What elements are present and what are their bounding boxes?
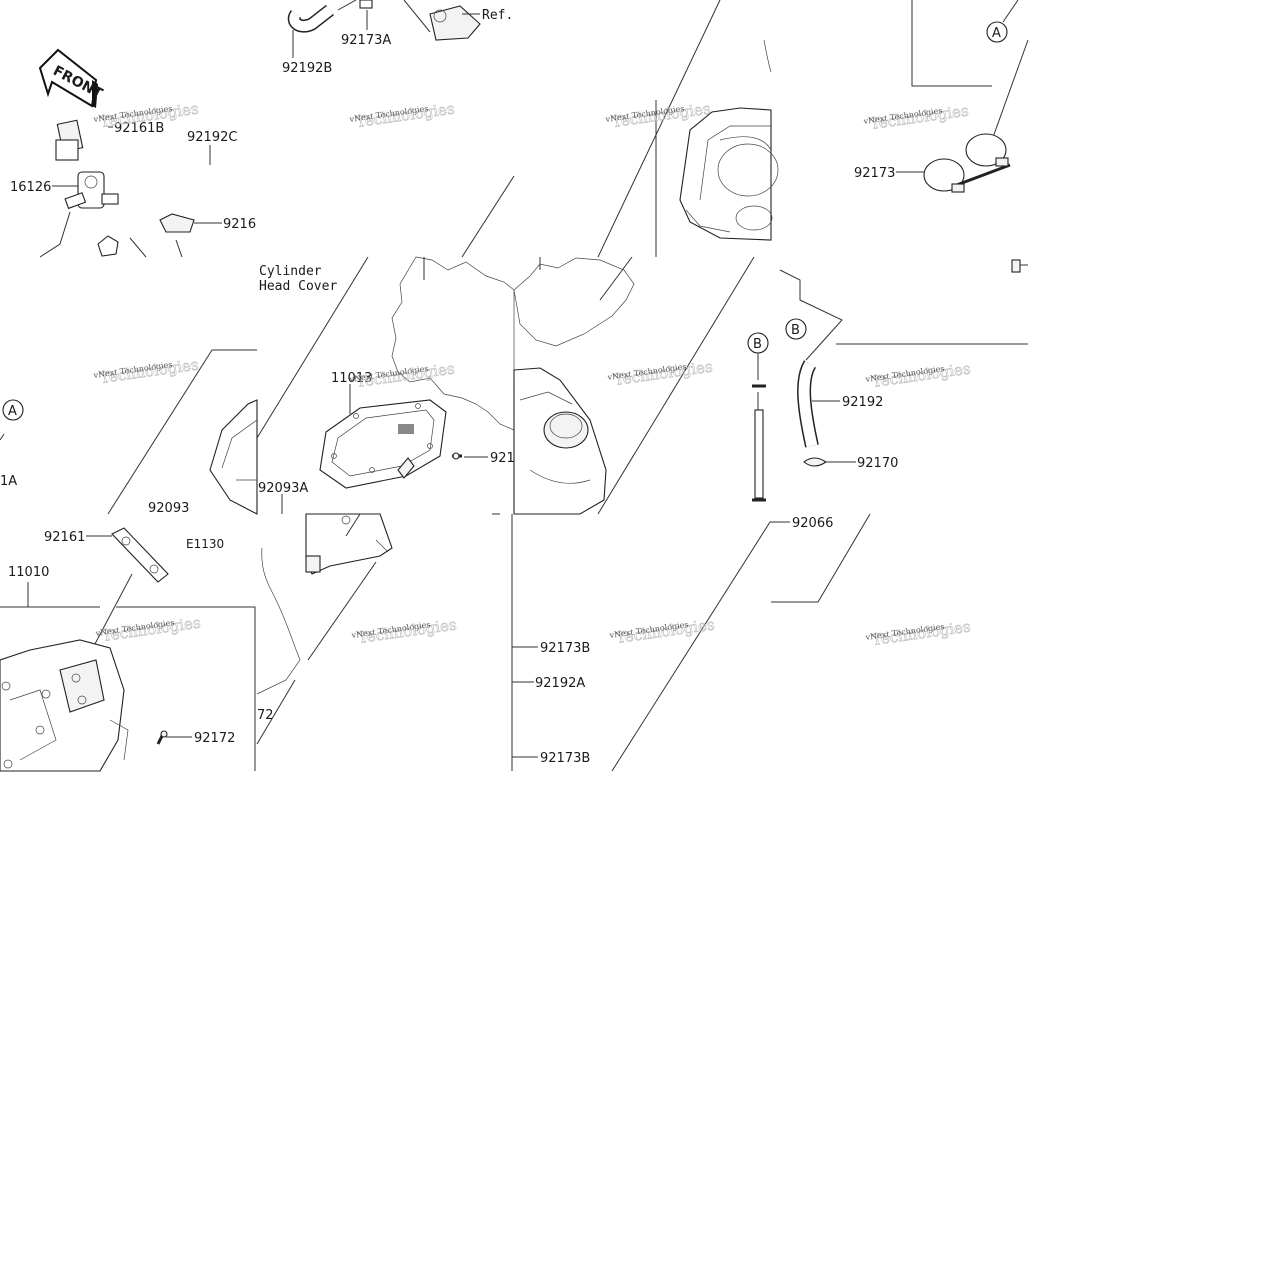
label-92173B-1: 92173B [540,641,590,656]
label-92093A: 92093A [258,481,308,496]
label-92192C: 92192C [187,130,237,145]
label-92192B: 92192B [282,61,332,76]
drain-tube [752,384,766,502]
hose-92192 [797,360,819,448]
clip-92170 [803,457,827,467]
air-switching-valve [64,171,119,210]
hose-92192B [287,4,334,33]
label-92093: 92093 [148,501,189,516]
label-circle-a-2: A [8,404,17,419]
label-16126: 16126 [10,180,51,195]
label-92161: 92161 [44,530,85,545]
label-circle-b: B [791,323,800,338]
bolt-92172 [156,730,168,745]
plate-9216 [159,213,195,233]
label-1A: 1A [0,474,17,489]
gasket-seal [391,256,515,431]
clamp-92173 [923,133,1011,193]
label-921: 921 [490,451,515,466]
label-92173: 92173 [854,166,895,181]
label-92172: 92172 [194,731,235,746]
reference-circle-b [785,318,807,340]
reference-circle-a-2 [2,399,24,421]
label-92173A: 92173A [341,33,391,48]
label-E1130: E1130 [186,537,224,551]
air-box-upper [679,39,779,241]
clamp-92173A [359,0,373,9]
label-head-cover: Head Cover [259,279,337,294]
air-box-lower-11010 [0,639,129,772]
reference-circle-a [986,21,1008,43]
fitting-part [1011,259,1021,273]
label-92173B-2: 92173B [540,751,590,766]
clip-part [97,235,119,257]
plate-92161 [111,527,169,583]
label-11013: 11013 [331,371,372,386]
label-circle-b-2: B [753,337,762,352]
label-ref: Ref. [482,8,513,23]
front-arrow-icon: FRONT [38,48,105,108]
label-92066: 92066 [792,516,833,531]
label-92192A: 92192A [535,676,585,691]
gasket-right [513,257,635,347]
label-11010: 11010 [8,565,49,580]
label-72: 72 [257,708,274,723]
air-box-body [513,367,607,515]
screw-921 [452,452,462,460]
air-box-lower-left [209,399,258,515]
air-box-lower-mid [305,513,393,575]
label-92170: 92170 [857,456,898,471]
label-9216: 9216 [223,217,256,232]
air-cleaner-duct [429,5,481,41]
valve-bracket [55,119,84,161]
air-filter-element-11013 [319,399,447,489]
label-circle-a: A [992,26,1001,41]
label-92161B: 92161B [114,121,164,136]
label-cylinder: Cylinder [259,264,322,279]
hose-92192C [136,146,257,194]
label-92192: 92192 [842,395,883,410]
